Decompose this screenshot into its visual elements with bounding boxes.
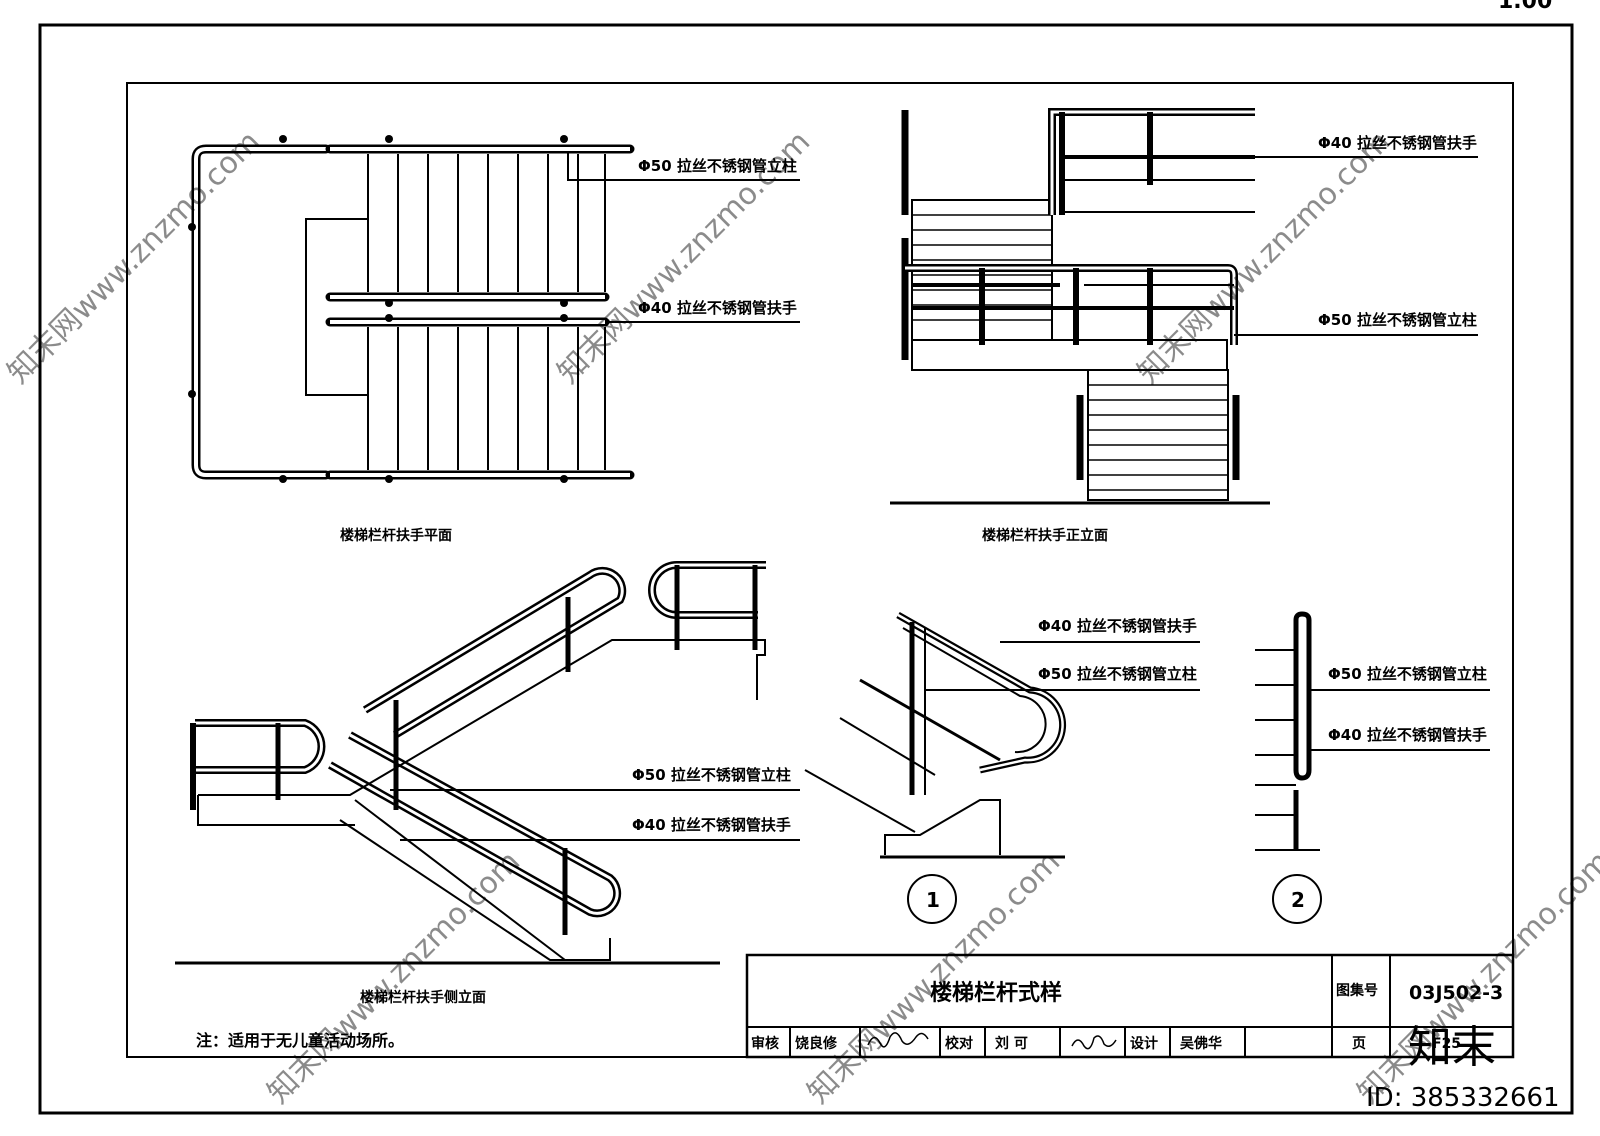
front-label-post: Φ50 拉丝不锈钢管立柱 <box>1318 311 1477 329</box>
side-caption: 楼梯栏杆扶手侧立面 <box>360 989 486 1006</box>
side-label-post: Φ50 拉丝不锈钢管立柱 <box>632 766 791 784</box>
stair-front-elevation <box>890 108 1478 505</box>
detail-1-marker-circle <box>907 874 957 924</box>
check-label: 校对 <box>945 1035 973 1052</box>
front-label-handrail: Φ40 拉丝不锈钢管扶手 <box>1318 134 1477 152</box>
stair-side-elevation <box>175 561 800 965</box>
page-number: F25 <box>1432 1036 1461 1052</box>
outer-frame <box>38 23 1574 1115</box>
watermark-text: 知末网www.znzmo.com <box>1131 124 1397 390</box>
detail-2-drawing <box>1255 611 1490 851</box>
plan-caption: 楼梯栏杆扶手平面 <box>340 527 452 544</box>
detail-1-drawing <box>804 611 1200 859</box>
drawing-title: 楼梯栏杆式样 <box>930 980 1062 1006</box>
watermark-id: ID: 385332661 <box>1366 1083 1560 1113</box>
detail-1-label-handrail: Φ40 拉丝不锈钢管扶手 <box>1038 617 1197 635</box>
front-caption: 楼梯栏杆扶手正立面 <box>982 527 1108 544</box>
reviewer-name: 饶良修 <box>795 1035 838 1052</box>
detail-2-marker-circle <box>1272 874 1322 924</box>
title-block <box>745 953 1515 1059</box>
detail-2-marker: 2 <box>1291 888 1305 912</box>
watermark-text: 知末网www.znzmo.com <box>801 844 1067 1110</box>
stair-plan-view <box>188 135 800 483</box>
watermark-brand: 知末 <box>1408 1022 1496 1073</box>
plan-label-post: Φ50 拉丝不锈钢管立柱 <box>638 157 797 175</box>
atlas-label: 图集号 <box>1336 982 1378 999</box>
page-label: 页 <box>1352 1036 1366 1052</box>
detail-2-label-handrail: Φ40 拉丝不锈钢管扶手 <box>1328 726 1487 744</box>
watermark-overlay: 知末网www.znzmo.com 知末网www.znzmo.com 知末网www… <box>1 124 1600 1113</box>
side-label-handrail: Φ40 拉丝不锈钢管扶手 <box>632 816 791 834</box>
designer-name: 吴佛华 <box>1180 1035 1222 1052</box>
detail-1-marker: 1 <box>926 888 940 912</box>
detail-1-label-post: Φ50 拉丝不锈钢管立柱 <box>1038 665 1197 683</box>
watermark-text: 知末网www.znzmo.com <box>261 844 527 1110</box>
atlas-number: 03J502-3 <box>1409 982 1503 1004</box>
general-note: 注：适用于无儿童活动场所。 <box>196 1031 404 1050</box>
detail-2-label-post: Φ50 拉丝不锈钢管立柱 <box>1328 665 1487 683</box>
plan-label-handrail: Φ40 拉丝不锈钢管扶手 <box>638 299 797 317</box>
checker-name: 刘 可 <box>995 1035 1028 1052</box>
design-label: 设计 <box>1130 1035 1158 1052</box>
page-tag: 1.00 <box>1498 0 1552 14</box>
review-label: 审核 <box>751 1035 779 1052</box>
